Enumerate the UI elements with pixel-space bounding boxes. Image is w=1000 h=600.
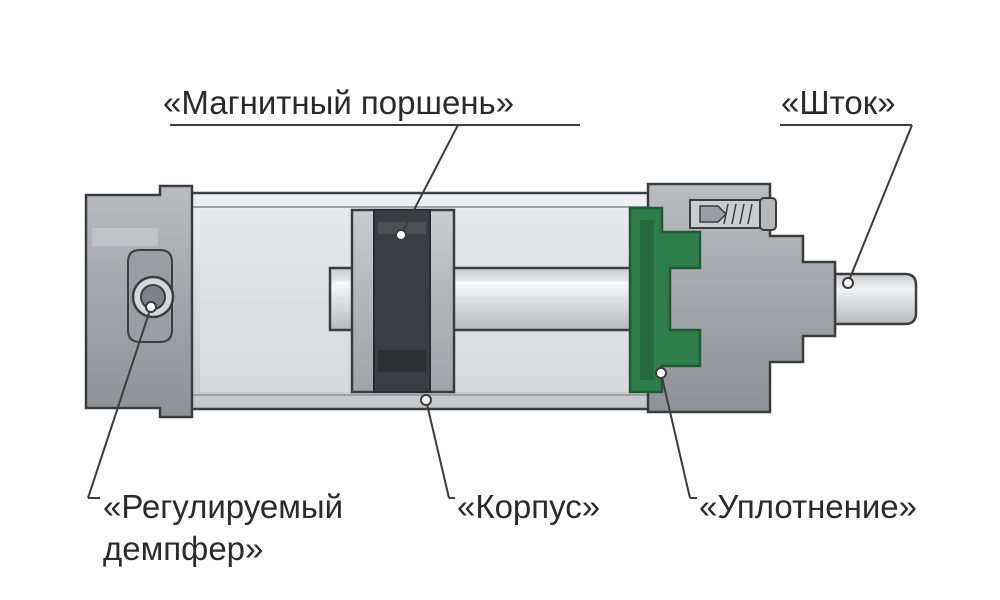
label-adjustable-damper-line1: «Регулируемый — [103, 488, 344, 525]
label-rod: «Шток» — [781, 84, 896, 121]
label-adjustable-damper: «Регулируемый демпфер» — [103, 486, 343, 570]
label-body: «Корпус» — [457, 488, 601, 525]
leader-lines — [87, 124, 913, 499]
label-adjustable-damper-line2: демпфер» — [103, 530, 264, 567]
label-magnetic-piston: «Магнитный поршень» — [163, 84, 515, 121]
label-seal: «Уплотнение» — [699, 488, 918, 525]
magnetic-piston — [350, 208, 456, 394]
front-end-cap — [646, 182, 837, 414]
rod-seal — [628, 206, 702, 394]
